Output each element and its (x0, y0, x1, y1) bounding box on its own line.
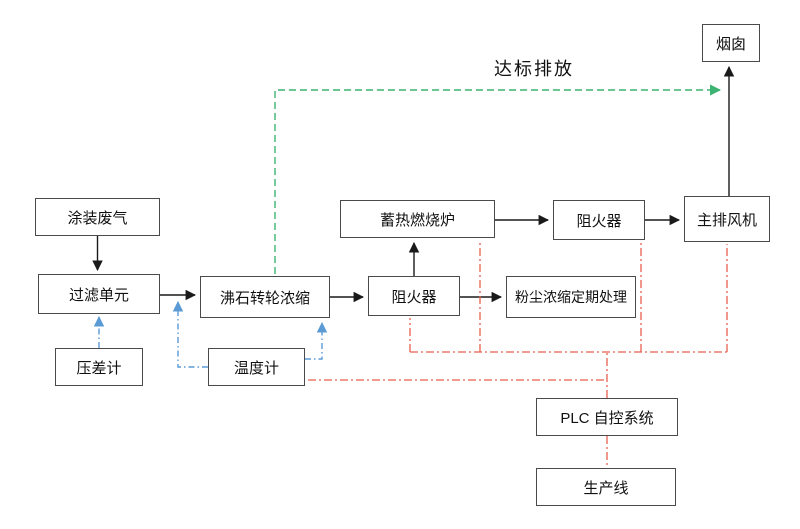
node-thermometer: 温度计 (208, 348, 305, 386)
node-plc-system: PLC 自控系统 (536, 398, 678, 436)
node-main-fan: 主排风机 (684, 196, 770, 242)
discharge-label: 达标排放 (494, 59, 574, 79)
node-dust-treatment: 粉尘浓缩定期处理 (506, 276, 636, 318)
node-paint-gas: 涂装废气 (35, 198, 160, 236)
flow-lines (92, 65, 735, 303)
node-rto-furnace: 蓄热燃烧炉 (340, 200, 495, 238)
node-production-line: 生产线 (536, 468, 676, 506)
plc-control-lines (308, 240, 728, 466)
sensor-lines (93, 300, 328, 368)
node-zeolite-wheel: 沸石转轮浓缩 (200, 276, 330, 318)
node-flame-arrester-2: 阻火器 (553, 200, 645, 240)
node-flame-arrester-1: 阻火器 (368, 276, 460, 316)
discharge-line (274, 84, 722, 274)
node-filter-unit: 过滤单元 (38, 274, 160, 314)
node-pressure-gauge: 压差计 (55, 348, 143, 386)
node-chimney: 烟囱 (702, 24, 760, 62)
